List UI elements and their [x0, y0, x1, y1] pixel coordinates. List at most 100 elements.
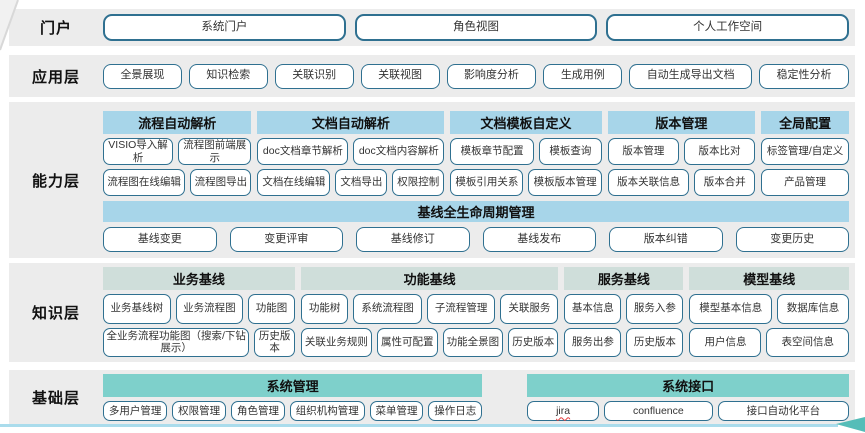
diagram-box: 知识检索	[188, 63, 268, 89]
feature-group: 全局配置标签管理/自定义产品管理	[761, 111, 849, 196]
diagram-box: doc文档章节解析	[257, 138, 349, 165]
diagram-box: 关联服务	[500, 294, 559, 324]
button-row: VISIO导入解析流程图前端展示	[103, 138, 252, 165]
diagram-box: VISIO导入解析	[103, 138, 174, 165]
diagram-box: 历史版本	[254, 327, 295, 357]
button-row: 版本管理版本比对	[607, 138, 756, 165]
feature-group: 文档模板自定义模板章节配置模板查询模板引用关系模板版本管理	[450, 111, 602, 196]
diagram-box: 模型基本信息	[689, 294, 772, 324]
diagram-box: 功能图	[248, 294, 295, 324]
layer-label-application: 应用层	[31, 68, 80, 86]
button-row: 文档在线编辑文档导出权限控制	[257, 169, 445, 196]
diagram-box: 子流程管理	[426, 294, 496, 324]
diagram-box: confluence	[604, 401, 713, 421]
group-header: 文档自动解析	[257, 111, 445, 134]
layer-label-knowledge: 知识层	[31, 305, 80, 322]
button-row: 功能树系统流程图子流程管理关联服务	[300, 294, 559, 324]
diagram-box: 业务流程图	[175, 294, 244, 324]
group-header: 业务基线	[103, 267, 295, 290]
diagram-box: 历史版本	[626, 327, 684, 357]
button-row: 模板引用关系模板版本管理	[450, 169, 602, 196]
knowledge-layer-band: 知识层 业务基线业务基线树业务流程图功能图全业务流程功能图（搜索/下钻展示）历史…	[9, 263, 855, 362]
diagram-box: 属性可配置	[376, 327, 438, 357]
diagram-box: 系统流程图	[353, 294, 422, 324]
diagram-box: 变更历史	[735, 227, 849, 252]
diagram-box: 模板查询	[538, 138, 602, 165]
feature-group: 功能基线功能树系统流程图子流程管理关联服务关联业务规则属性可配置功能全景图历史版…	[300, 267, 559, 357]
diagram-box: 角色管理	[231, 401, 285, 421]
button-row: 服务出参历史版本	[564, 327, 684, 357]
button-row: 标签管理/自定义	[761, 138, 849, 165]
diagram-box: 数据库信息	[776, 294, 849, 324]
group-header: 流程自动解析	[103, 111, 252, 134]
diagram-box: 组织机构管理	[289, 401, 365, 421]
group-header: 模型基线	[689, 267, 849, 290]
feature-group: 业务基线业务基线树业务流程图功能图全业务流程功能图（搜索/下钻展示）历史版本	[103, 267, 295, 357]
diagram-box: 功能树	[300, 294, 349, 324]
diagram-box: 功能全景图	[442, 327, 504, 357]
bottom-accent-line	[0, 424, 838, 427]
button-row: 业务基线树业务流程图功能图	[103, 294, 295, 324]
diagram-box: 流程图导出	[190, 169, 252, 196]
diagram-box: 业务基线树	[103, 294, 171, 324]
group-header: 版本管理	[607, 111, 756, 134]
diagram-box: 版本关联信息	[607, 169, 690, 196]
diagram-box: 全景展现	[103, 63, 182, 89]
diagram-box: 权限管理	[172, 401, 227, 421]
diagram-box: 流程图前端展示	[178, 138, 252, 165]
portal-layer-band: 门户 系统门户角色视图个人工作空间	[9, 9, 855, 46]
diagram-box: 接口自动化平台	[717, 401, 849, 421]
group-header: 功能基线	[300, 267, 559, 290]
button-row: 多用户管理权限管理角色管理组织机构管理菜单管理操作日志	[103, 401, 483, 421]
button-row: 用户信息表空间信息	[689, 327, 849, 357]
button-row: 关联业务规则属性可配置功能全景图历史版本	[300, 327, 559, 357]
diagram-box: 影响度分析	[446, 63, 537, 89]
diagram-box: 权限控制	[392, 169, 445, 196]
knowledge-groups: 业务基线业务基线树业务流程图功能图全业务流程功能图（搜索/下钻展示）历史版本功能…	[103, 267, 849, 357]
diagram-box: 用户信息	[689, 327, 762, 357]
diagram-box: 多用户管理	[103, 401, 168, 421]
diagram-box: 个人工作空间	[606, 14, 850, 41]
application-button-row: 全景展现知识检索关联识别关联视图影响度分析生成用例自动生成导出文档稳定性分析	[103, 55, 849, 97]
diagram-box: doc文档内容解析	[353, 138, 445, 165]
button-row: 流程图在线编辑流程图导出	[103, 169, 252, 196]
group-header: 系统接口	[527, 374, 849, 397]
portal-button-row: 系统门户角色视图个人工作空间	[103, 9, 850, 46]
button-row: 模板章节配置模板查询	[450, 138, 602, 165]
diagram-box: 模板章节配置	[450, 138, 534, 165]
diagram-box: 标签管理/自定义	[761, 138, 849, 165]
corner-decoration	[0, 0, 19, 51]
diagram-box: 变更评审	[229, 227, 343, 252]
left-arrow-icon	[836, 417, 865, 432]
diagram-box: 基线发布	[482, 227, 596, 252]
group-header: 文档模板自定义	[450, 111, 602, 134]
baseline-section-header: 基线全生命周期管理	[103, 201, 849, 222]
layer-label-capability: 能力层	[31, 172, 80, 190]
layer-label-foundation: 基础层	[31, 390, 80, 407]
diagram-box: 系统门户	[103, 14, 346, 41]
diagram-box: 产品管理	[761, 169, 849, 196]
application-layer-band: 应用层 全景展现知识检索关联识别关联视图影响度分析生成用例自动生成导出文档稳定性…	[9, 55, 855, 97]
diagram-box: 角色视图	[354, 14, 598, 41]
diagram-box: 文档导出	[335, 169, 388, 196]
diagram-box: 基线变更	[103, 227, 217, 252]
diagram-box: 基线修订	[356, 227, 470, 252]
diagram-box: 服务入参	[626, 294, 684, 324]
button-row: 模型基本信息数据库信息	[689, 294, 849, 324]
feature-group: 系统管理多用户管理权限管理角色管理组织机构管理菜单管理操作日志	[103, 374, 483, 421]
diagram-box: 自动生成导出文档	[629, 63, 753, 89]
diagram-box: 版本合并	[694, 169, 756, 196]
diagram-box: 全业务流程功能图（搜索/下钻展示）	[103, 327, 250, 357]
diagram-box: 历史版本	[508, 327, 559, 357]
diagram-box: 服务出参	[564, 327, 622, 357]
diagram-box: 关联业务规则	[300, 327, 372, 357]
diagram-box: 版本比对	[683, 138, 756, 165]
diagram-box: 版本纠错	[609, 227, 723, 252]
layer-label-portal: 门户	[39, 20, 72, 37]
